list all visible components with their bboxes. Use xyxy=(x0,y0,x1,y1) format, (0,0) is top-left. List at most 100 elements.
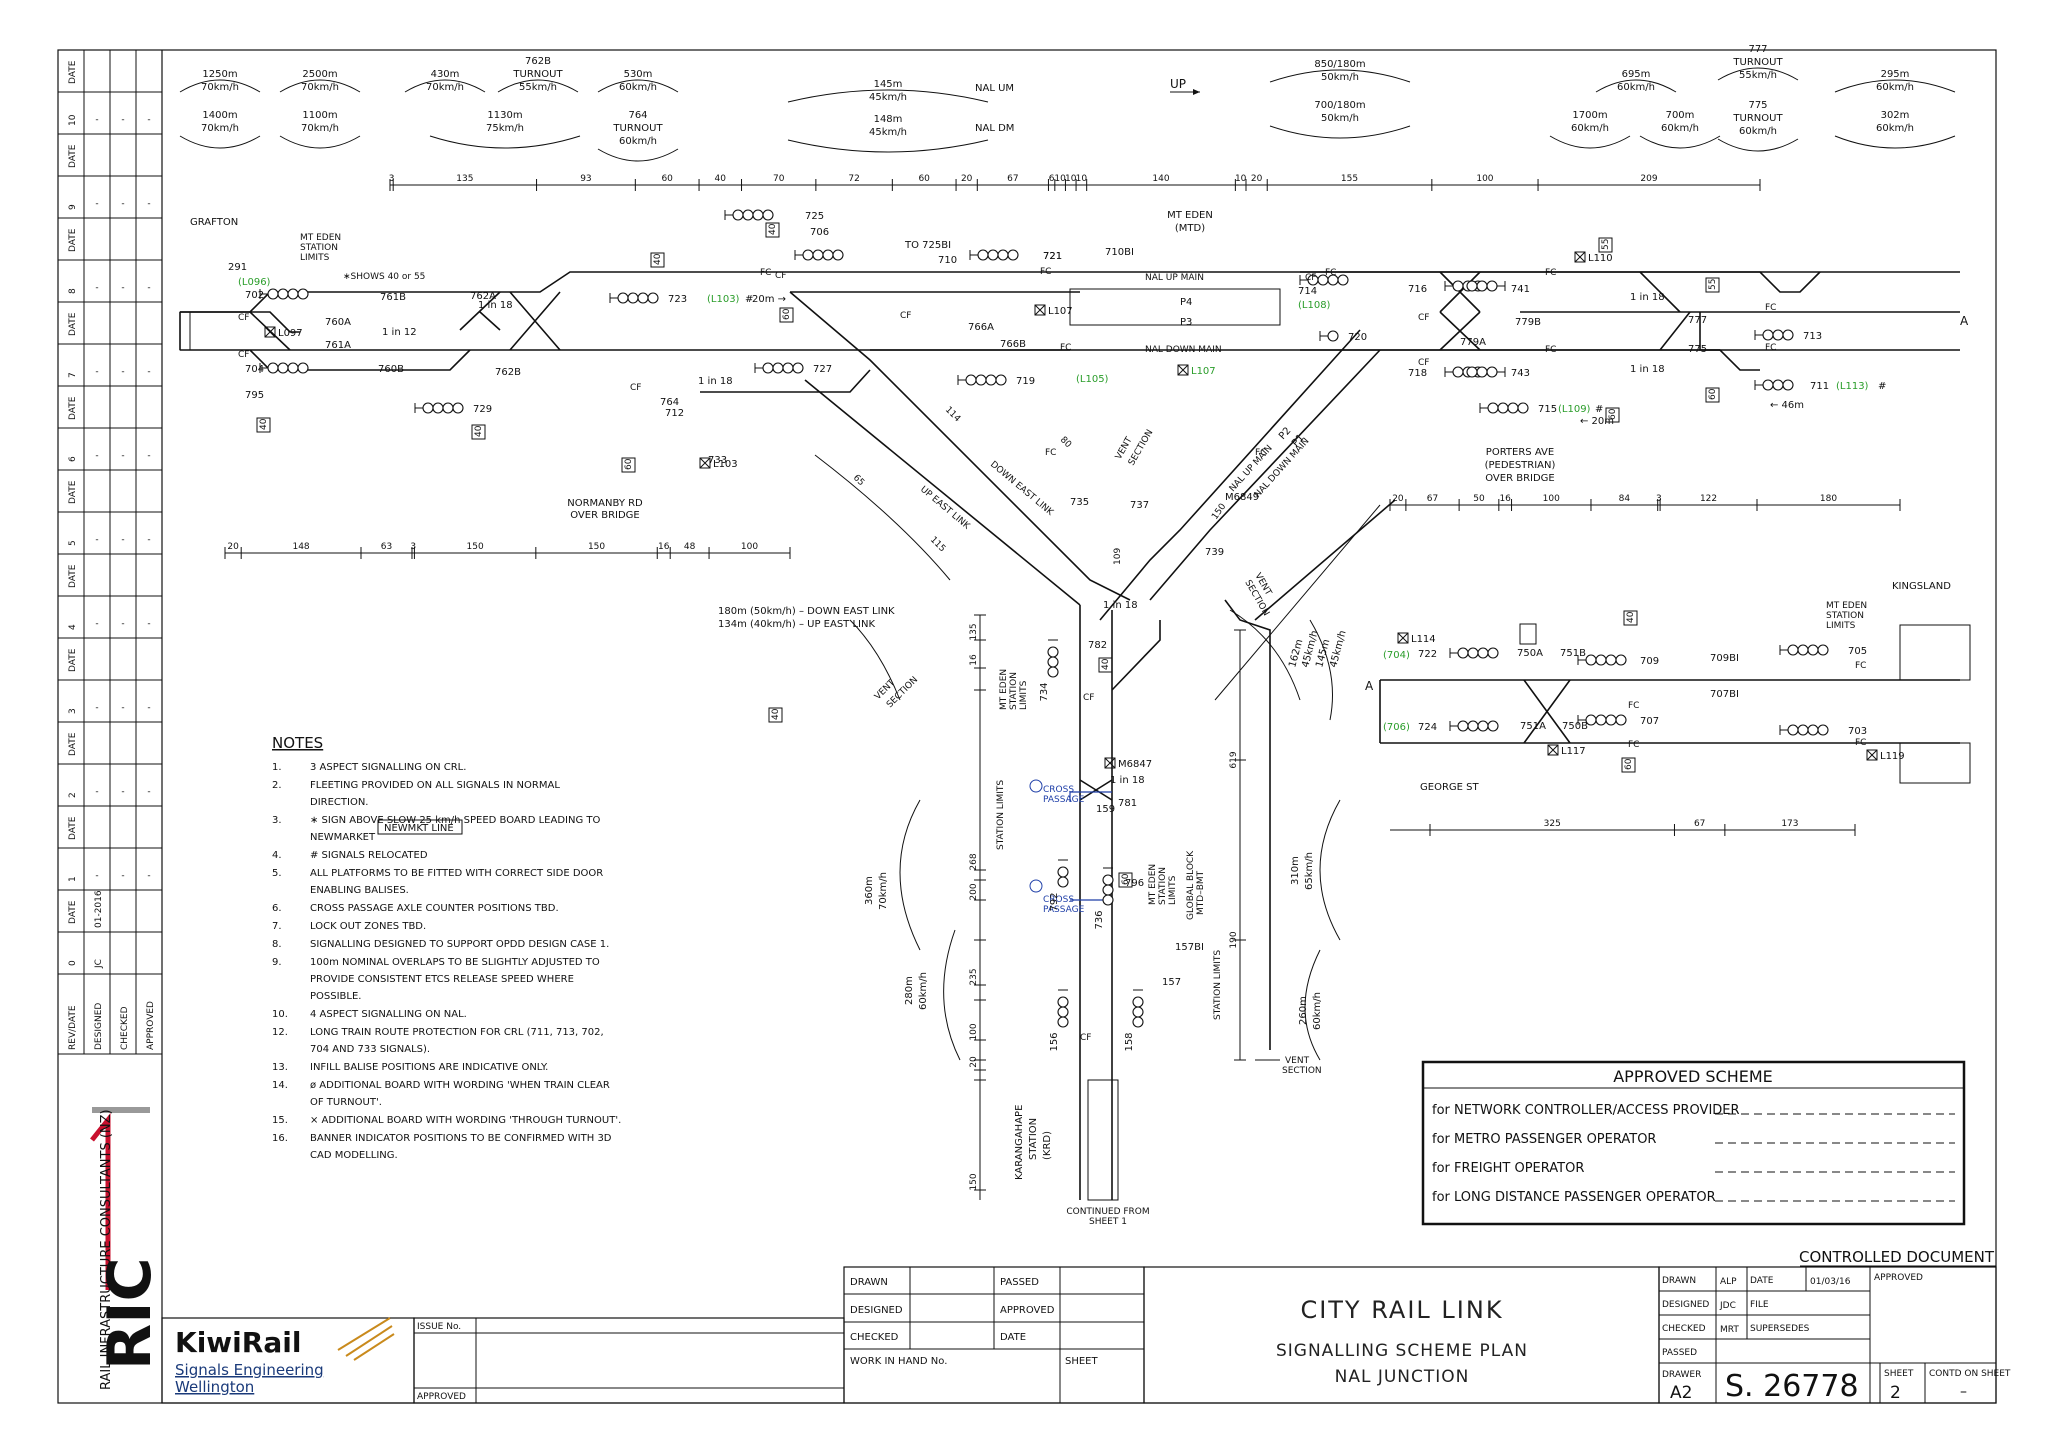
signal-text: 762B xyxy=(495,367,521,378)
mt-eden-limits-1: MT EDEN xyxy=(300,233,341,243)
balise-label: L103 xyxy=(713,459,738,470)
signal-715 xyxy=(1479,402,1529,414)
rev-dash: - xyxy=(147,619,150,629)
note-number: 8. xyxy=(272,939,282,950)
rev-dash: - xyxy=(121,115,124,125)
signal-text: 775 xyxy=(1688,344,1707,355)
signal-text: 715 xyxy=(1538,404,1557,415)
chainage-label: 84 xyxy=(1619,494,1631,504)
signal-text: 782 xyxy=(1088,640,1107,651)
label-up-east-link: UP EAST LINK xyxy=(918,485,972,533)
kiwirail-name: KiwiRail xyxy=(175,1326,301,1359)
tb-date-label: DATE xyxy=(1750,1276,1774,1286)
signal-number: 723 xyxy=(668,294,687,305)
chainage-label: 63 xyxy=(381,542,392,552)
signal-number: 718 xyxy=(1408,368,1427,379)
chainage-label: 20 xyxy=(961,174,973,184)
place-grafton: GRAFTON xyxy=(190,217,238,228)
chainage-label: 72 xyxy=(848,174,859,184)
approved-scheme-row: for LONG DISTANCE PASSENGER OPERATOR xyxy=(1432,1190,1716,1205)
note-line: PROVIDE CONSISTENT ETCS RELEASE SPEED WH… xyxy=(310,974,574,985)
drawing-title: CITY RAIL LINK xyxy=(1300,1296,1503,1324)
signal-text: (704) xyxy=(1383,650,1410,661)
diag-speed-arcs xyxy=(899,619,1341,1061)
vent-sections xyxy=(814,454,1301,1061)
label-up-east-link-speed: 134m (40km/h) – UP EAST LINK xyxy=(718,619,875,630)
mt-eden-limits-3: LIMITS xyxy=(300,253,330,263)
kingsland-limits-2: STATION xyxy=(1826,611,1864,621)
speed-board-label: 60 xyxy=(1708,388,1718,400)
note-line: OF TURNOUT'. xyxy=(310,1097,382,1108)
chainage-label: 20 xyxy=(227,542,239,552)
speed-arc-label: TURNOUT xyxy=(1732,57,1783,68)
chainage-label: 155 xyxy=(1341,174,1358,184)
signal-text: 710BI xyxy=(1105,247,1134,258)
speed-arc-label: 55km/h xyxy=(519,82,557,93)
signal-text: 751B xyxy=(1560,648,1586,659)
drawing-subtitle-2: NAL JUNCTION xyxy=(1335,1367,1470,1387)
speed-arc-label: 60km/h xyxy=(1739,126,1777,137)
signal-text: FC xyxy=(1060,343,1071,353)
speed-arc-label: 75km/h xyxy=(486,123,524,134)
place-normanby: NORMANBY RD xyxy=(567,498,643,509)
approved-scheme-row: for NETWORK CONTROLLER/ACCESS PROVIDER xyxy=(1432,1103,1740,1118)
continued-from-2: SHEET 1 xyxy=(1089,1217,1127,1227)
balise-L117: L117 xyxy=(1547,744,1586,757)
speed-arc-label: 50km/h xyxy=(1321,113,1359,124)
signal-721-head xyxy=(969,249,1019,261)
vertical-dim-label: 150 xyxy=(969,1173,979,1190)
signal-number: 743 xyxy=(1511,368,1530,379)
note-number: 7. xyxy=(272,921,282,932)
tb-file: FILE xyxy=(1750,1300,1769,1310)
chainage-label: 67 xyxy=(1694,819,1705,829)
chainage-label: 60 xyxy=(918,174,930,184)
speed-board xyxy=(471,424,486,440)
cross-passage-2-a: CROSS xyxy=(1043,895,1074,905)
speed-board-label: 40 xyxy=(653,253,663,265)
speed-arc-label: 302m xyxy=(1881,110,1910,121)
rev-col-label: DATE xyxy=(68,60,78,84)
signal-text: (L096) xyxy=(238,277,271,288)
signal-text: 1 in 18 xyxy=(1103,600,1138,611)
signal-text: FC xyxy=(1628,740,1639,750)
signal-729: 729 xyxy=(414,402,492,415)
speed-board xyxy=(765,222,780,238)
signal-text: 1 in 18 xyxy=(478,300,513,311)
speed-board xyxy=(650,252,665,268)
place-porters-2: (PEDESTRIAN) xyxy=(1485,460,1556,471)
platform-p4-p3 xyxy=(1069,288,1281,326)
down-east-link xyxy=(804,379,1081,606)
crl-limits-4: MT EDEN xyxy=(1148,864,1158,905)
rev-dash: - xyxy=(121,535,124,545)
signal-text: FC xyxy=(1325,268,1336,278)
speed-arc-label: 850/180m xyxy=(1314,59,1365,70)
ric-logo: RIC RAIL INFRASTRUCTURE CONSULTANTS (NZ) xyxy=(90,1107,165,1390)
rev-dash: - xyxy=(95,787,98,797)
signal-text: 1 in 12 xyxy=(382,327,417,338)
place-kingsland: KINGSLAND xyxy=(1892,581,1951,592)
signal-text: 706 xyxy=(810,227,829,238)
approved-scheme-title: APPROVED SCHEME xyxy=(1613,1067,1773,1086)
signal-number: 727 xyxy=(813,364,832,375)
signal-number: 720 xyxy=(1348,332,1367,343)
signal-text: 779B xyxy=(1515,317,1541,328)
label-a-left: A xyxy=(1365,679,1374,693)
rev-block-label: DESIGNED xyxy=(94,1003,104,1050)
signal-text: CF xyxy=(238,313,249,323)
rev0-designed: JC xyxy=(94,959,104,969)
chainage-label: 3 xyxy=(1656,494,1662,504)
speed-arc-label: 295m xyxy=(1881,69,1910,80)
balise-label: L110 xyxy=(1588,253,1613,264)
platform-p4: P4 xyxy=(1180,297,1192,308)
speed-board-label: 40 xyxy=(771,708,781,720)
rev-dash: - xyxy=(121,703,124,713)
signal-text: CF xyxy=(1305,273,1316,283)
signal-number: 721 xyxy=(1043,251,1062,262)
mt-eden-limits-2: STATION xyxy=(300,243,338,253)
rev-dash: - xyxy=(121,283,124,293)
signal-704 xyxy=(259,362,309,374)
speed-arc-label: 45km/h xyxy=(869,127,907,138)
note-line: POSSIBLE. xyxy=(310,991,361,1002)
rev-dash: - xyxy=(121,619,124,629)
